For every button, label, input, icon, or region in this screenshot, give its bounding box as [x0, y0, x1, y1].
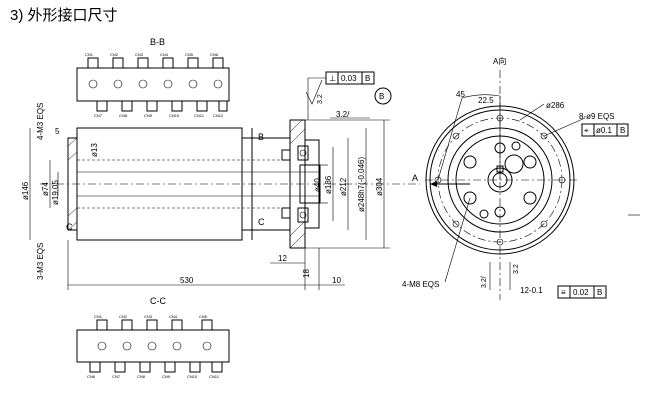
datum-balloon-b — [374, 87, 392, 105]
view-a-label: A向 — [493, 56, 506, 66]
connector-row-top — [87, 57, 228, 112]
svg-text:CN9: CN9 — [162, 374, 171, 379]
dim-d1905: ø19.05 — [51, 180, 60, 205]
dim-d212: ø212 — [339, 177, 348, 196]
front-spigot — [304, 139, 320, 229]
svg-text:CN5: CN5 — [185, 52, 194, 57]
symmetry-tolerance: ≡ 0.02 B — [557, 285, 607, 299]
svg-text:CN11: CN11 — [194, 113, 205, 118]
connector-row-bottom — [89, 319, 223, 373]
roughness-1: 3.2 — [317, 94, 324, 104]
page-heading: 3) 外形接口尺寸 — [10, 7, 118, 24]
svg-text:≡: ≡ — [561, 288, 566, 297]
dim-8-holes: 8-ø9 EQS — [579, 112, 615, 121]
svg-text:CN2: CN2 — [110, 52, 119, 57]
svg-text:CN4: CN4 — [169, 314, 178, 319]
svg-text:CN4: CN4 — [160, 52, 169, 57]
svg-text:CN1: CN1 — [85, 52, 94, 57]
svg-text:⊥: ⊥ — [329, 74, 336, 83]
svg-text:CN3: CN3 — [144, 314, 153, 319]
inner-holes — [463, 141, 537, 219]
dim-5: 5 — [55, 127, 60, 136]
svg-text:CN11: CN11 — [209, 374, 220, 379]
view-arrow-a: A — [412, 173, 418, 183]
connector-plate-top — [76, 67, 230, 102]
svg-text:CN1: CN1 — [94, 314, 103, 319]
dim-d248: ø248h7(-0.046) — [357, 157, 366, 212]
dim-12-tol: 12-0.1 — [520, 286, 543, 295]
connector-tags-top: CN1 CN2 CN3 CN4 CN5 CN6 CN7 CN8 CN9 CN10 CN11 CN… — [85, 52, 224, 118]
section-marker-c: C — [258, 217, 265, 227]
section-marker-b: B — [258, 132, 264, 142]
svg-text:ø0.1: ø0.1 — [596, 126, 613, 135]
dim-d40: ø40 — [313, 178, 322, 192]
dim-d146: ø146 — [21, 181, 30, 200]
svg-text:CN8: CN8 — [137, 374, 146, 379]
dim-d286: ø286 — [546, 101, 565, 110]
svg-text:⌖: ⌖ — [584, 126, 589, 135]
position-tolerance: ⌖ ø0.1 B — [581, 123, 629, 137]
dim-d74: ø74 — [41, 182, 50, 196]
connector-tags-bottom: CN1 CN2 CN3 CN4 CN5 CN6 CN7 CN8 CN9 CN10 CN11 — [87, 314, 220, 379]
dim-m8: 4-M8 EQS — [402, 280, 439, 289]
svg-text:CN6: CN6 — [87, 374, 96, 379]
dim-22-5: 22.5 — [478, 96, 494, 105]
svg-text:CN12: CN12 — [213, 113, 224, 118]
flange-bolts — [281, 145, 309, 223]
roughness-4: 3.2 — [513, 264, 520, 274]
a-view: A向 45 22.5 ø286 8-ø9 — [402, 56, 640, 300]
svg-text:CN7: CN7 — [94, 113, 103, 118]
roughness-2: 3.2/ — [336, 110, 350, 119]
svg-text:CN8: CN8 — [119, 113, 128, 118]
svg-text:CN7: CN7 — [112, 374, 121, 379]
connector-plate-bottom — [76, 329, 230, 363]
svg-text:CN2: CN2 — [119, 314, 128, 319]
svg-text:CN5: CN5 — [199, 314, 208, 319]
dim-m3-top: 4-M3 EQS — [36, 103, 45, 140]
svg-text:CN3: CN3 — [135, 52, 144, 57]
dim-d13: ø13 — [90, 143, 99, 157]
svg-text:0.02: 0.02 — [573, 288, 589, 297]
svg-text:B: B — [365, 74, 370, 83]
svg-text:B: B — [379, 92, 384, 101]
dim-18: 18 — [302, 269, 311, 278]
svg-text:B: B — [620, 126, 625, 135]
section-cc-label: C-C — [150, 296, 166, 306]
svg-text:CN10: CN10 — [169, 113, 180, 118]
side-view: B C C A 4-M3 EQS 3-M3 EQS 5 ø146 ø74 ø19… — [21, 71, 470, 290]
dim-d186: ø186 — [324, 175, 333, 194]
section-marker-c-left: C — [66, 222, 73, 232]
section-bb-label: B-B — [150, 37, 165, 47]
perpendicularity-tolerance: ⊥ 0.03 B — [307, 71, 375, 120]
svg-text:B: B — [597, 288, 602, 297]
dim-12: 12 — [278, 254, 287, 263]
dim-45: 45 — [456, 90, 465, 99]
svg-text:CN10: CN10 — [187, 374, 198, 379]
flange-holes — [434, 114, 566, 246]
svg-text:0.03: 0.03 — [341, 74, 357, 83]
dim-d304: ø304 — [375, 177, 384, 196]
roughness-3: 3.2/ — [481, 276, 488, 288]
svg-text:CN9: CN9 — [144, 113, 153, 118]
svg-text:CN6: CN6 — [210, 52, 219, 57]
dim-m3-bottom: 3-M3 EQS — [36, 243, 45, 280]
dim-530: 530 — [180, 276, 194, 285]
dim-10: 10 — [332, 276, 341, 285]
